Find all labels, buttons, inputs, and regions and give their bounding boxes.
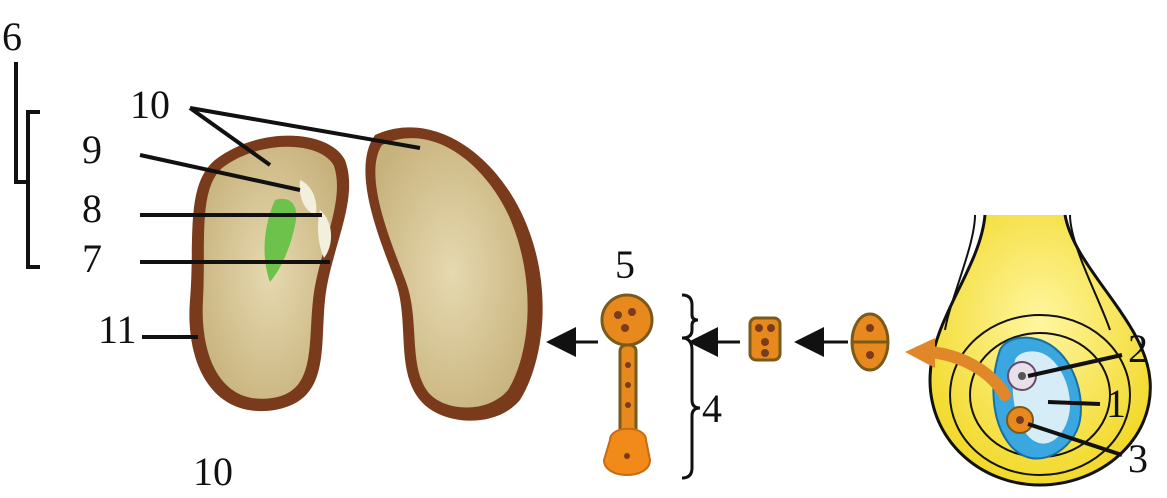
ovule — [930, 215, 1150, 485]
label-10-bottom: 10 — [193, 449, 233, 493]
label-7: 7 — [82, 236, 102, 281]
label-11: 11 — [98, 307, 137, 352]
bracket-6 — [16, 62, 40, 267]
label-1: 1 — [1106, 381, 1126, 426]
label-3: 3 — [1128, 436, 1148, 481]
label-6: 6 — [2, 14, 22, 59]
label-10-top: 10 — [130, 82, 170, 127]
label-4: 4 — [702, 386, 722, 431]
label-8: 8 — [82, 186, 102, 231]
seed-left-half — [189, 136, 349, 412]
braces-5-4 — [682, 295, 700, 478]
seed-right-half — [365, 127, 542, 420]
label-5: 5 — [615, 242, 635, 287]
label-2: 2 — [1128, 326, 1148, 371]
two-cell-stage — [852, 314, 888, 370]
label-9: 9 — [82, 127, 102, 172]
embryo-with-suspensor — [602, 295, 652, 475]
four-cell-stage — [750, 318, 780, 360]
